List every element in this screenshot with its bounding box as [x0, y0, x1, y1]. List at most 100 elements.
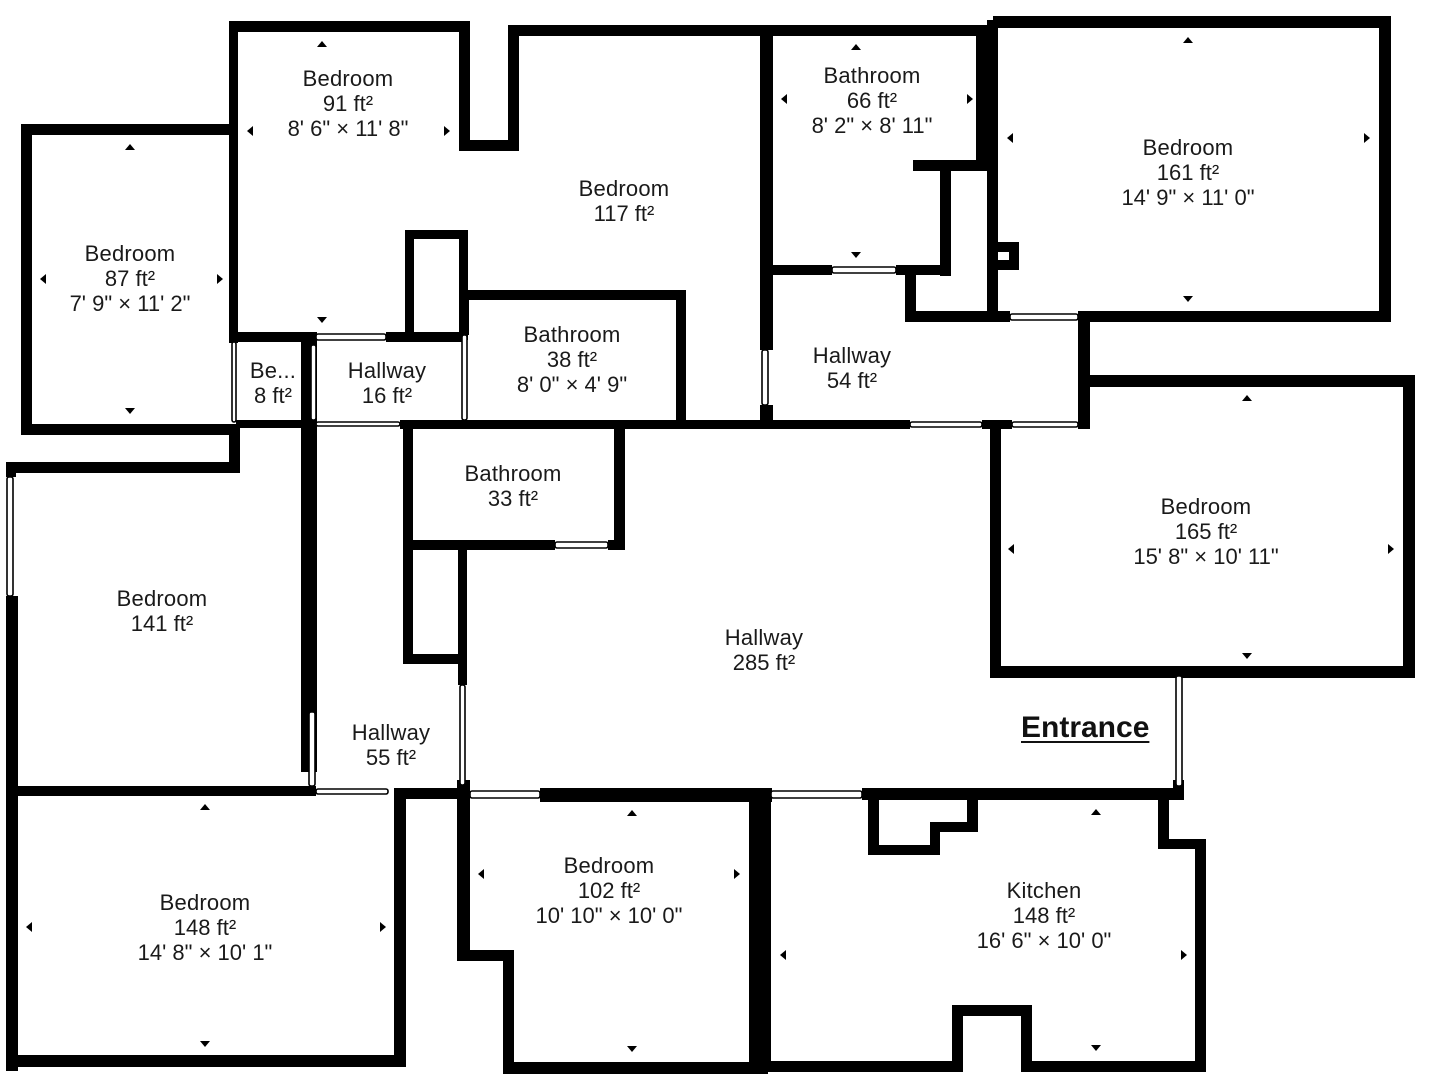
walls-bedroom-91 [229, 21, 998, 343]
arrow-down-icon [851, 252, 861, 258]
room-area: 165 ft² [1174, 519, 1238, 544]
arrow-right-icon [380, 922, 386, 932]
room-kitchen-148[interactable]: Kitchen 148 ft² 16' 6" × 10' 0" [977, 878, 1112, 953]
arrow-up-icon [1242, 395, 1252, 401]
arrow-right-icon [1388, 544, 1394, 554]
room-bedroom-165[interactable]: Bedroom 165 ft² 15' 8" × 10' 11" [1133, 494, 1278, 569]
arrow-left-icon [247, 126, 253, 136]
room-area: 91 ft² [322, 91, 374, 116]
room-dimensions: 8' 6" × 11' 8" [287, 116, 409, 141]
room-name: Hallway [724, 625, 804, 650]
walls-bathroom-33 [403, 425, 625, 685]
room-name: Bedroom [116, 586, 208, 611]
arrow-left-icon [40, 274, 46, 284]
room-bedroom-117[interactable]: Bedroom 117 ft² [579, 176, 670, 226]
room-name: Hallway [347, 358, 427, 383]
room-area: 16 ft² [361, 383, 413, 408]
arrow-up-icon [627, 810, 637, 816]
arrow-right-icon [967, 94, 973, 104]
arrow-down-icon [317, 317, 327, 323]
room-area: 38 ft² [546, 347, 598, 372]
room-dimensions: 14' 9" × 11' 0" [1121, 185, 1255, 210]
room-bathroom-33[interactable]: Bathroom 33 ft² [465, 461, 562, 511]
room-name: Bedroom [1142, 135, 1234, 160]
room-dimensions: 7' 9" × 11' 2" [69, 291, 191, 316]
room-name: Bedroom [563, 853, 655, 878]
room-hallway-285[interactable]: Hallway 285 ft² [725, 625, 803, 675]
arrow-left-icon [26, 922, 32, 932]
room-bedroom-148[interactable]: Bedroom 148 ft² 14' 8" × 10' 1" [138, 890, 273, 965]
room-area: 66 ft² [846, 88, 898, 113]
room-name: Bathroom [464, 461, 562, 486]
arrow-up-icon [851, 44, 861, 50]
arrow-left-icon [1008, 544, 1014, 554]
room-hallway-55[interactable]: Hallway 55 ft² [352, 720, 430, 770]
room-bedroom-8[interactable]: Be... 8 ft² [250, 358, 296, 408]
room-name: Hallway [812, 343, 892, 368]
room-hallway-54[interactable]: Hallway 54 ft² [813, 343, 891, 393]
walls-bedroom-165 [990, 375, 1415, 678]
room-name: Bedroom [84, 241, 176, 266]
arrow-right-icon [1364, 133, 1370, 143]
walls-kitchen [768, 780, 1206, 1072]
arrow-down-icon [627, 1046, 637, 1052]
room-name: Kitchen [1006, 878, 1082, 903]
walls-bathroom-66 [770, 30, 1010, 322]
room-bedroom-102[interactable]: Bedroom 102 ft² 10' 10" × 10' 0" [536, 853, 683, 928]
room-dimensions: 10' 10" × 10' 0" [535, 903, 683, 928]
arrow-down-icon [1091, 1045, 1101, 1051]
room-area: 148 ft² [173, 915, 237, 940]
room-area: 87 ft² [104, 266, 156, 291]
room-dimensions: 15' 8" × 10' 11" [1133, 544, 1279, 569]
room-area: 148 ft² [1012, 903, 1076, 928]
arrow-up-icon [200, 804, 210, 810]
room-bedroom-87[interactable]: Bedroom 87 ft² 7' 9" × 11' 2" [70, 241, 191, 316]
room-name: Bedroom [159, 890, 251, 915]
arrow-down-icon [200, 1041, 210, 1047]
room-bedroom-91[interactable]: Bedroom 91 ft² 8' 6" × 11' 8" [288, 66, 409, 141]
door-openings [6, 266, 1183, 799]
room-area: 285 ft² [732, 650, 796, 675]
arrow-left-icon [780, 950, 786, 960]
room-name: Bedroom [578, 176, 670, 201]
room-dimensions: 14' 8" × 10' 1" [137, 940, 273, 965]
room-dimensions: 16' 6" × 10' 0" [976, 928, 1112, 953]
room-bathroom-38[interactable]: Bathroom 38 ft² 8' 0" × 4' 9" [517, 322, 627, 397]
arrow-up-icon [125, 144, 135, 150]
room-dimensions: 8' 2" × 8' 11" [811, 113, 933, 138]
room-area: 102 ft² [577, 878, 641, 903]
room-bedroom-141[interactable]: Bedroom 141 ft² [117, 586, 208, 636]
arrow-right-icon [217, 274, 223, 284]
arrow-down-icon [125, 408, 135, 414]
room-name: Bathroom [823, 63, 921, 88]
room-area: 161 ft² [1156, 160, 1220, 185]
arrow-right-icon [734, 869, 740, 879]
room-area: 8 ft² [254, 383, 292, 408]
arrow-up-icon [317, 41, 327, 47]
room-bathroom-66[interactable]: Bathroom 66 ft² 8' 2" × 8' 11" [812, 63, 933, 138]
arrow-down-icon [1183, 296, 1193, 302]
room-name: Hallway [351, 720, 431, 745]
room-name: Bathroom [523, 322, 621, 347]
room-dimensions: 8' 0" × 4' 9" [516, 372, 628, 397]
arrow-right-icon [1181, 950, 1187, 960]
room-bedroom-161[interactable]: Bedroom 161 ft² 14' 9" × 11' 0" [1121, 135, 1254, 210]
room-name: Be... [249, 358, 297, 383]
entrance-label: Entrance [1021, 711, 1150, 744]
room-name: Bedroom [302, 66, 394, 91]
room-area: 117 ft² [593, 201, 655, 226]
arrow-right-icon [444, 126, 450, 136]
room-name: Bedroom [1160, 494, 1252, 519]
walls-bedroom-102 [457, 780, 772, 1074]
arrow-up-icon [1183, 37, 1193, 43]
arrow-left-icon [1007, 133, 1013, 143]
arrow-down-icon [1242, 653, 1252, 659]
room-area: 141 ft² [130, 611, 194, 636]
room-area: 54 ft² [826, 368, 878, 393]
room-hallway-16[interactable]: Hallway 16 ft² [348, 358, 426, 408]
walls-bedroom-141 [6, 420, 316, 1071]
room-area: 55 ft² [365, 745, 417, 770]
walls-bedroom-148 [6, 788, 469, 1067]
walls-bedroom-161 [987, 16, 1391, 429]
